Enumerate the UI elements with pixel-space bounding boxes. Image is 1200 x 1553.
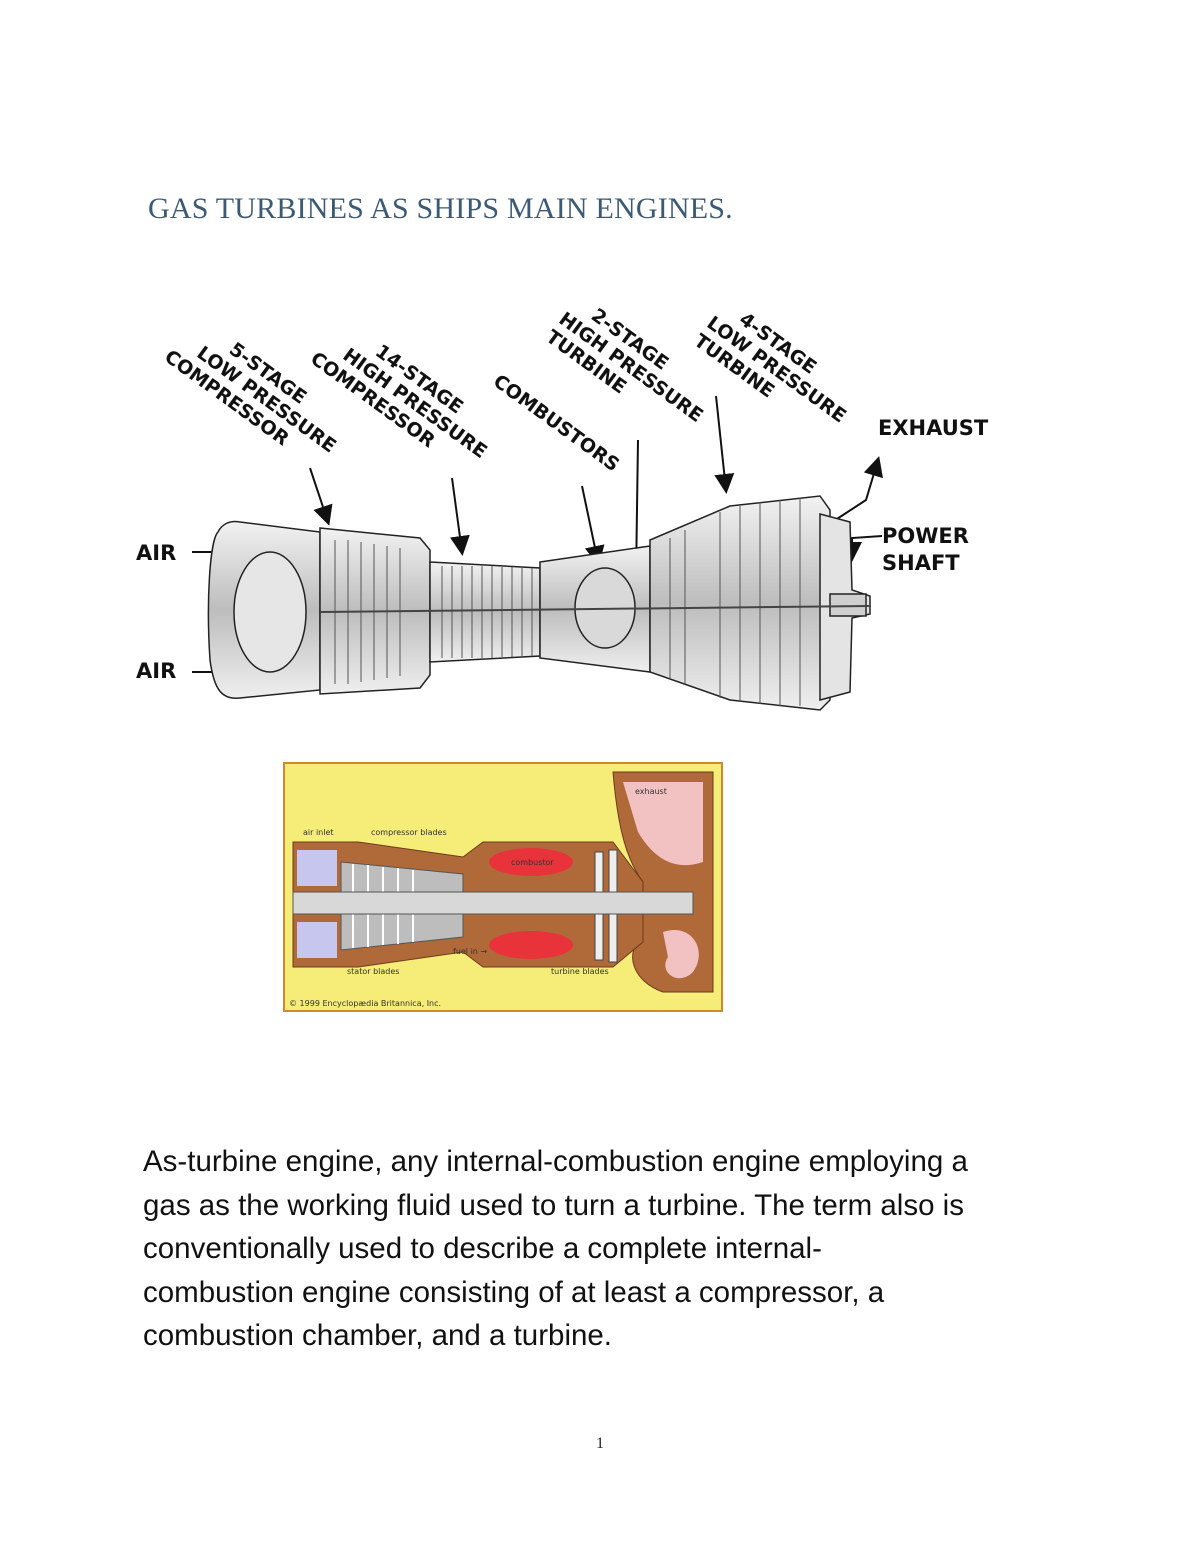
schematic-label-fuel-in: fuel in → [453, 947, 487, 956]
schematic-label-stator-blades: stator blades [347, 967, 399, 976]
paragraph-line: conventionally used to describe a comple… [143, 1232, 822, 1265]
page-number: 1 [596, 1435, 604, 1452]
label-air-bottom: AIR [136, 659, 176, 683]
schematic-label-combustor: combustor [511, 858, 554, 867]
paragraph-line: As-turbine engine, any internal-combusti… [143, 1145, 968, 1178]
schematic-label-air-inlet: air inlet [303, 828, 334, 837]
schematic-copyright: © 1999 Encyclopædia Britannica, Inc. [289, 999, 441, 1008]
label-shaft: SHAFT [882, 551, 960, 575]
schematic-label-turbine-blades: turbine blades [551, 967, 609, 976]
label-high-pressure-compressor: 14-STAGE HIGH PRESSURE COMPRESSOR [306, 340, 491, 463]
paragraph-line: combustion chamber, and a turbine. [143, 1319, 613, 1352]
schematic-label-compressor-blades: compressor blades [371, 828, 447, 837]
document-title: GAS TURBINES AS SHIPS MAIN ENGINES. [148, 192, 733, 225]
label-low-pressure-turbine: 4-STAGE LOW PRESSURE TURBINE [690, 308, 850, 427]
schematic-label-exhaust: exhaust [635, 787, 667, 796]
paragraph-line: gas as the working fluid used to turn a … [143, 1188, 964, 1222]
body-paragraph: As-turbine engine, any internal-combusti… [143, 1140, 1073, 1358]
engine-cutaway-body [207, 495, 871, 711]
label-power: POWER [882, 524, 969, 548]
label-low-pressure-compressor: 5-STAGE LOW PRESSURE COMPRESSOR [160, 338, 340, 457]
label-air-top: AIR [136, 541, 176, 565]
gas-turbine-cutaway-figure: 5-STAGE LOW PRESSURE COMPRESSOR 14-STAGE… [136, 304, 989, 711]
paragraph-line: combustion engine consisting of at least… [143, 1275, 885, 1309]
label-exhaust: EXHAUST [878, 416, 989, 440]
turbine-schematic-figure: exhaust air inlet compressor blades comb… [283, 762, 723, 1012]
